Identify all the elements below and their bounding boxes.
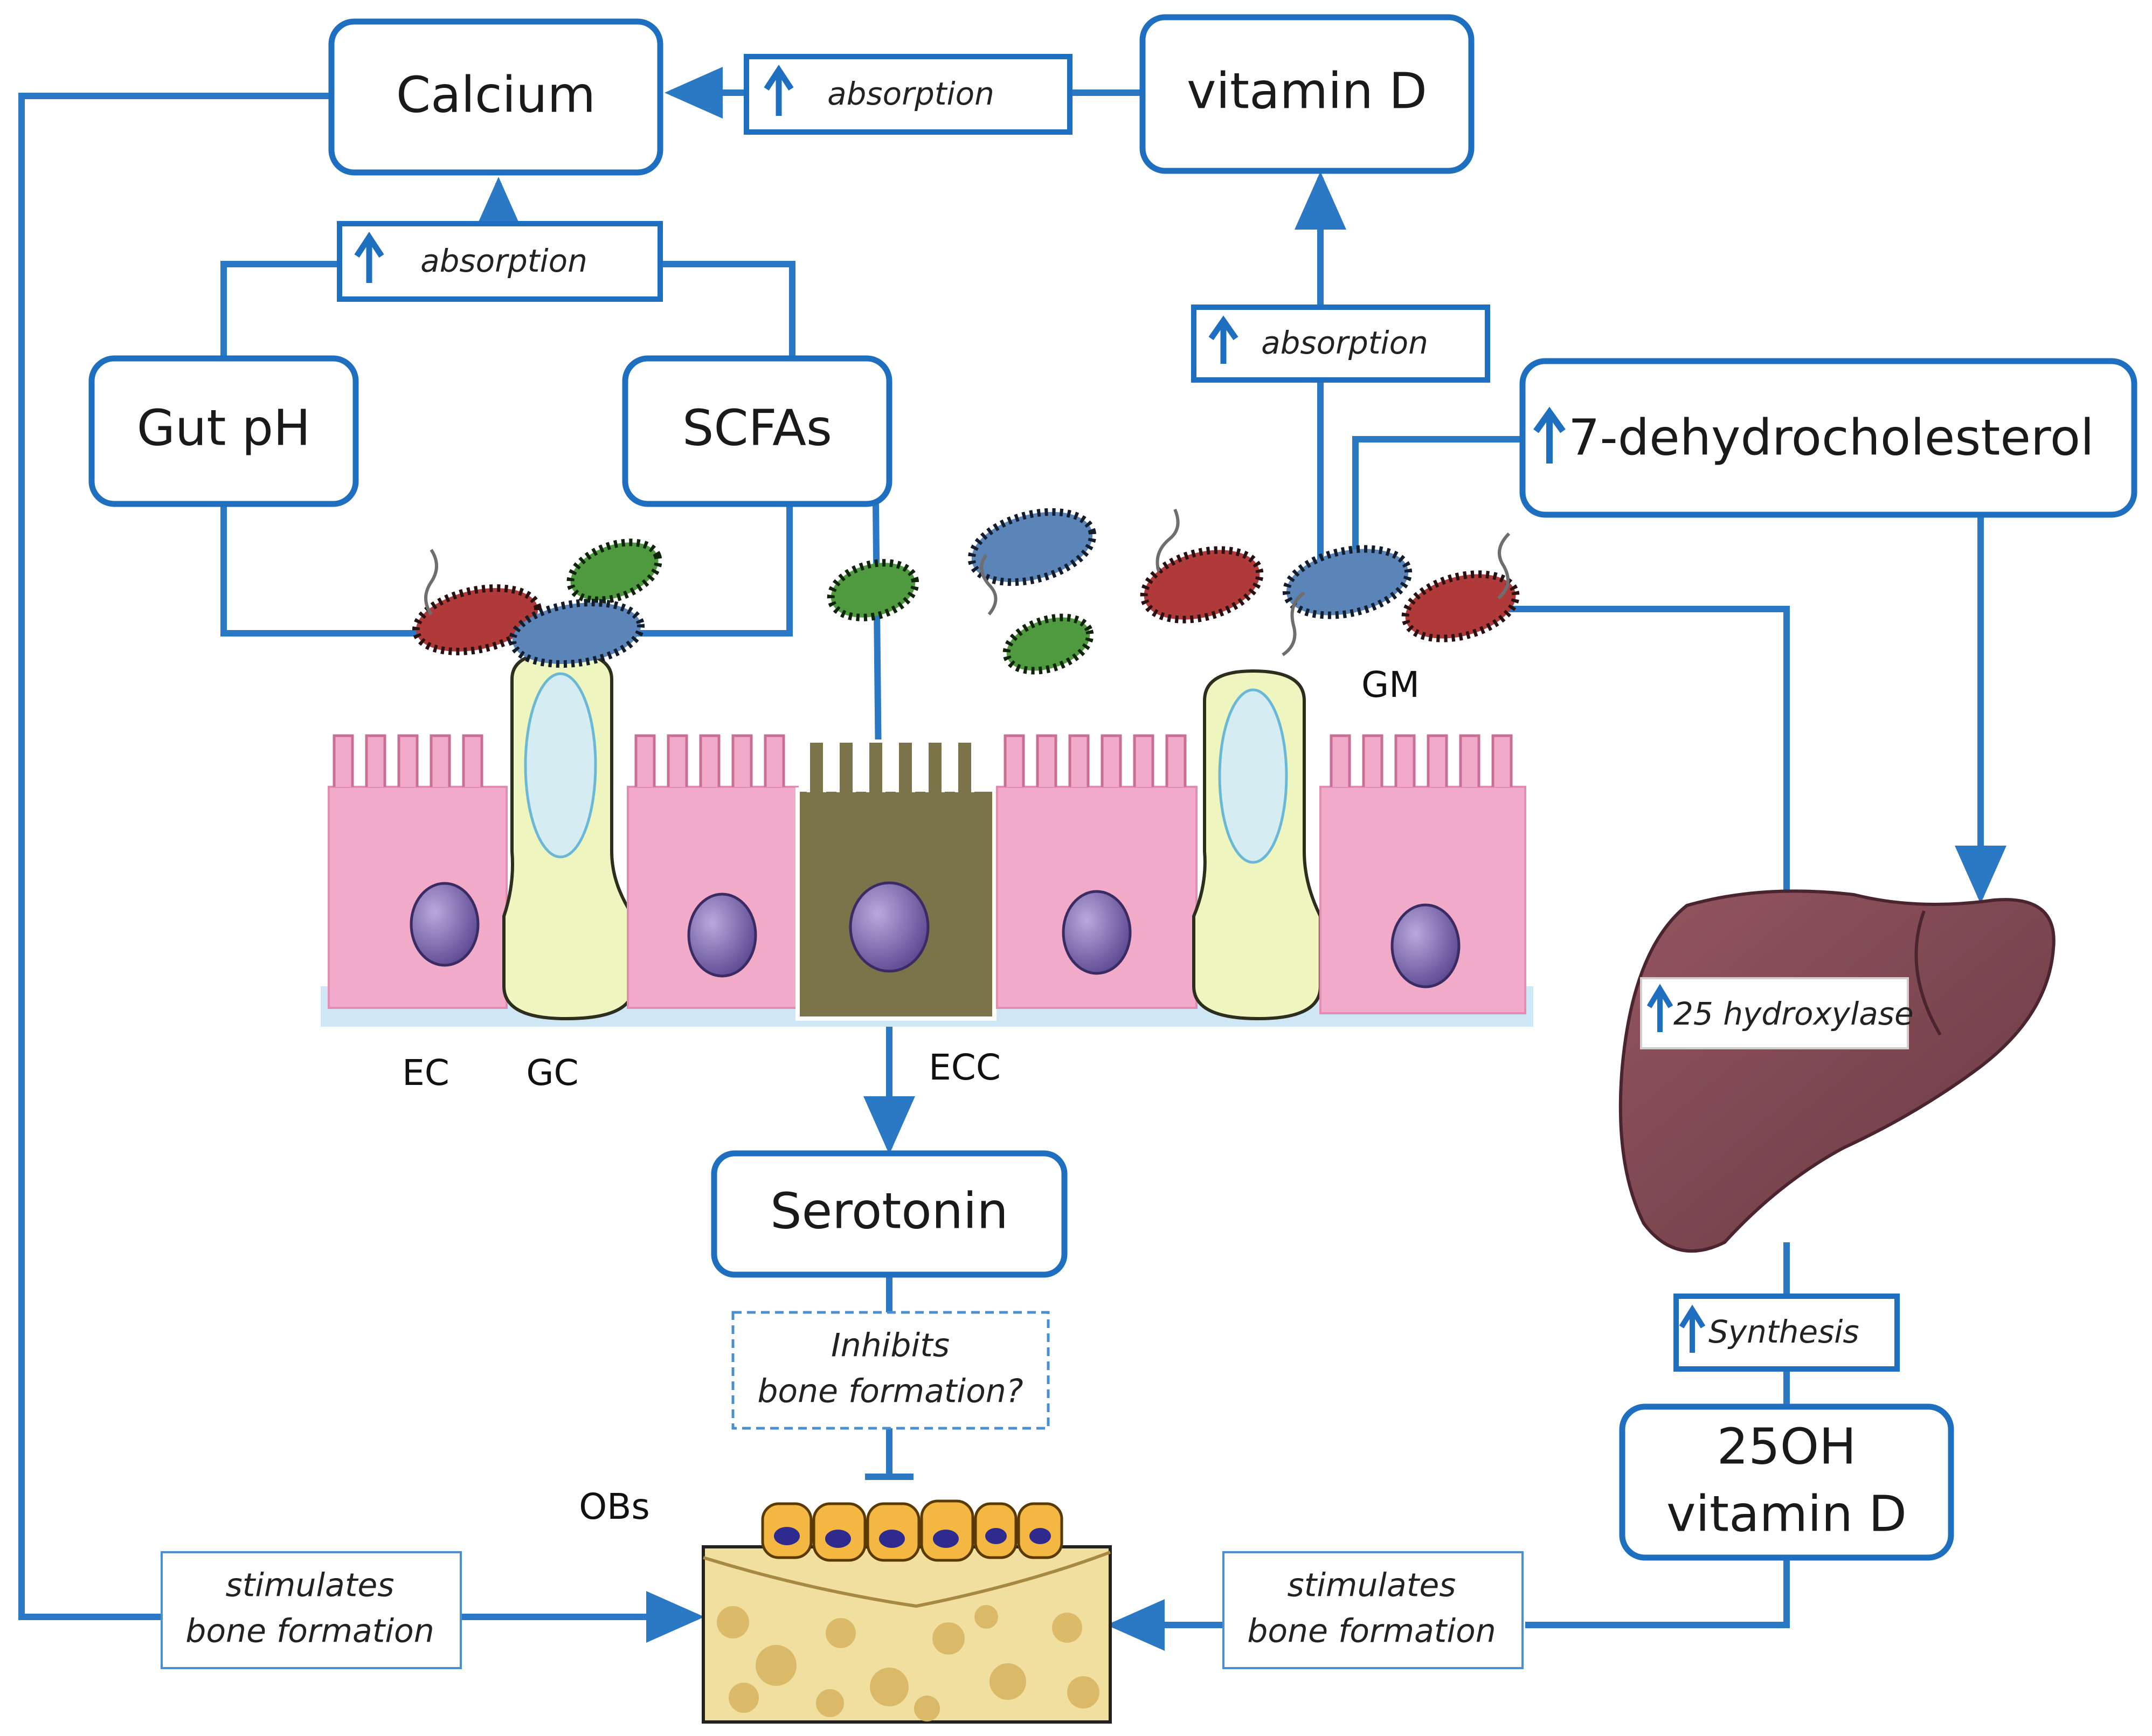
bacterium-red bbox=[1140, 546, 1264, 624]
enterocyte-cell bbox=[1319, 734, 1526, 1014]
up-arrow-icon bbox=[1208, 315, 1238, 364]
node-scfas: SCFAs bbox=[622, 355, 892, 507]
marker-25-hydroxylase: 25 hydroxylase bbox=[1640, 977, 1914, 1049]
vitamin-d-label: vitamin D bbox=[1187, 62, 1427, 120]
absorption-label: absorption bbox=[827, 75, 994, 112]
marker-synthesis: Synthesis bbox=[1673, 1294, 1900, 1372]
nucleus bbox=[1390, 903, 1461, 988]
node-vitamin-d: vitamin D bbox=[1139, 14, 1475, 174]
scfas-to-ecc-line bbox=[873, 503, 882, 766]
nucleus bbox=[410, 882, 480, 967]
up-arrow-icon bbox=[1679, 1304, 1706, 1353]
scfas-label: SCFAs bbox=[682, 399, 832, 457]
up-arrow-icon bbox=[354, 231, 384, 283]
note-stimulates-left: stimulates bone formation bbox=[161, 1551, 462, 1669]
intestinal-epithelium bbox=[321, 650, 1533, 1027]
marker-absorption-vitd: absorption bbox=[1191, 305, 1490, 383]
note-inhibits: Inhibits bone formation? bbox=[731, 1311, 1050, 1430]
absorption-label: absorption bbox=[420, 243, 587, 279]
stimulates-line1: stimulates bbox=[225, 1567, 394, 1604]
node-calcium: Calcium bbox=[328, 18, 663, 176]
bacteria-to-liver-line bbox=[1509, 606, 1790, 892]
nucleus bbox=[849, 881, 930, 973]
stimulates-line2: bone formation bbox=[1247, 1613, 1496, 1650]
enterocyte-cell bbox=[996, 734, 1198, 1009]
enteroendocrine-cell bbox=[795, 739, 997, 1021]
stimulates-line1: stimulates bbox=[1287, 1567, 1456, 1604]
marker-absorption-calcium: absorption bbox=[337, 221, 663, 302]
bacterium-green bbox=[566, 538, 662, 604]
inhibits-t-bar bbox=[865, 1428, 914, 1480]
up-arrow-icon bbox=[1646, 984, 1673, 1032]
bone-tissue bbox=[702, 1499, 1112, 1724]
bacterium-blue bbox=[1282, 545, 1413, 619]
enterocyte-cell bbox=[328, 734, 508, 1009]
gutph-bracket-line bbox=[220, 261, 340, 358]
hydroxylase-label: 25 hydroxylase bbox=[1673, 995, 1914, 1032]
inhibits-line2: bone formation? bbox=[757, 1373, 1023, 1410]
bacterium-green bbox=[827, 559, 919, 621]
dhc-up-arrow-icon bbox=[1533, 406, 1566, 464]
serotonin-label: Serotonin bbox=[770, 1182, 1008, 1240]
dhc-to-bacteria-line bbox=[1352, 436, 1523, 561]
gut-ph-label: Gut pH bbox=[137, 399, 311, 457]
stimulates-line2: bone formation bbox=[185, 1613, 434, 1650]
marker-absorption-top: absorption bbox=[744, 54, 1072, 135]
node-7-dehydrocholesterol: 7-dehydrocholesterol bbox=[1519, 358, 2137, 518]
note-stimulates-right: stimulates bone formation bbox=[1222, 1551, 1524, 1669]
up-arrow-icon bbox=[764, 64, 794, 116]
calcium-to-bone-arrow bbox=[18, 93, 698, 1617]
nucleus bbox=[1062, 890, 1132, 975]
label-gc: GC bbox=[526, 1052, 578, 1094]
label-ec: EC bbox=[402, 1052, 449, 1094]
gut-microbiota bbox=[412, 508, 1520, 675]
synthesis-label: Synthesis bbox=[1708, 1313, 1859, 1350]
bacterium-blue bbox=[967, 508, 1097, 586]
25oh-to-bone-arrow bbox=[1113, 1558, 1790, 1625]
label-obs: OBs bbox=[579, 1486, 650, 1527]
inhibits-line1: Inhibits bbox=[831, 1327, 950, 1365]
enterocyte-cell bbox=[627, 734, 799, 1009]
25oh-label-line1: 25OH bbox=[1717, 1417, 1857, 1475]
node-gut-ph: Gut pH bbox=[88, 355, 359, 507]
node-serotonin: Serotonin bbox=[711, 1150, 1068, 1278]
label-gm: GM bbox=[1361, 664, 1420, 706]
node-25oh-vitamin-d: 25OH vitamin D bbox=[1619, 1403, 1954, 1561]
dhc-label: 7-dehydrocholesterol bbox=[1568, 409, 2094, 466]
bacterium-red bbox=[412, 584, 542, 655]
bacterium-blue bbox=[508, 599, 645, 668]
25oh-label-line2: vitamin D bbox=[1666, 1485, 1907, 1543]
liver bbox=[1618, 889, 2056, 1253]
bacterium-green bbox=[1002, 613, 1094, 675]
label-ecc: ECC bbox=[929, 1047, 1001, 1088]
calcium-label: Calcium bbox=[396, 66, 596, 123]
nucleus bbox=[687, 893, 757, 978]
osteoblasts bbox=[761, 1499, 1063, 1562]
absorption-label: absorption bbox=[1261, 324, 1428, 361]
bacterium-red bbox=[1401, 570, 1520, 642]
goblet-cell bbox=[1192, 669, 1322, 1021]
goblet-cell bbox=[502, 650, 635, 1021]
scfas-bracket-line bbox=[658, 261, 795, 358]
